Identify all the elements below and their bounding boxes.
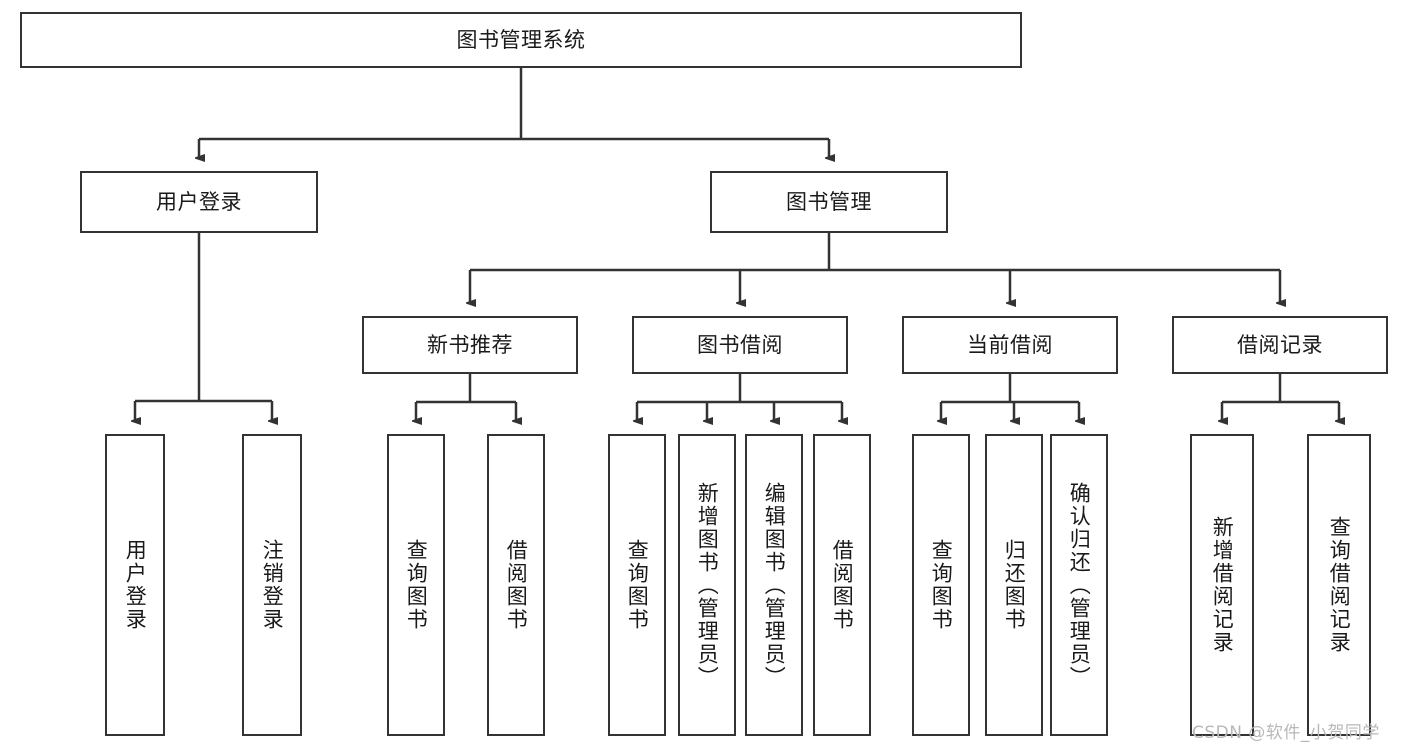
node-label: 新书推荐 [427,332,513,357]
node-label: 新增借阅记录 [1210,516,1235,654]
node-label: 编辑图书（管理员） [762,481,787,689]
node-label: 查询借阅记录 [1327,516,1352,654]
node-label: 确认归还（管理员） [1067,481,1092,689]
node-leaf-borrow-book-2[interactable]: 借阅图书 [813,434,871,736]
node-leaf-query-record[interactable]: 查询借阅记录 [1307,434,1371,736]
node-label: 当前借阅 [967,332,1053,357]
node-book-borrow[interactable]: 图书借阅 [632,316,848,374]
node-leaf-add-book[interactable]: 新增图书（管理员） [678,434,736,736]
node-new-book-rec[interactable]: 新书推荐 [362,316,578,374]
node-leaf-user-login[interactable]: 用户登录 [105,434,165,736]
node-borrow-record[interactable]: 借阅记录 [1172,316,1388,374]
node-user-login[interactable]: 用户登录 [80,171,318,233]
node-book-manage[interactable]: 图书管理 [710,171,948,233]
node-leaf-borrow-book-1[interactable]: 借阅图书 [487,434,545,736]
watermark: CSDN @软件_小贺同学 [1192,723,1380,743]
node-label: 借阅记录 [1237,332,1323,357]
node-leaf-return-book[interactable]: 归还图书 [985,434,1043,736]
node-leaf-logout[interactable]: 注销登录 [242,434,302,736]
node-leaf-confirm-return[interactable]: 确认归还（管理员） [1050,434,1108,736]
node-root[interactable]: 图书管理系统 [20,12,1022,68]
node-label: 查询图书 [625,539,650,631]
node-leaf-query-book-1[interactable]: 查询图书 [387,434,445,736]
node-label: 注销登录 [260,539,285,631]
node-label: 查询图书 [404,539,429,631]
node-label: 用户登录 [123,539,148,631]
node-label: 借阅图书 [504,539,529,631]
node-label: 归还图书 [1002,539,1027,631]
node-current-borrow[interactable]: 当前借阅 [902,316,1118,374]
node-label: 用户登录 [156,189,242,214]
node-label: 图书借阅 [697,332,783,357]
node-label: 图书管理 [786,189,872,214]
node-leaf-add-record[interactable]: 新增借阅记录 [1190,434,1254,736]
node-label: 图书管理系统 [456,27,586,52]
node-label: 查询图书 [929,539,954,631]
node-leaf-query-book-3[interactable]: 查询图书 [912,434,970,736]
node-label: 新增图书（管理员） [695,481,720,689]
node-leaf-query-book-2[interactable]: 查询图书 [608,434,666,736]
node-leaf-edit-book[interactable]: 编辑图书（管理员） [745,434,803,736]
node-label: 借阅图书 [830,539,855,631]
